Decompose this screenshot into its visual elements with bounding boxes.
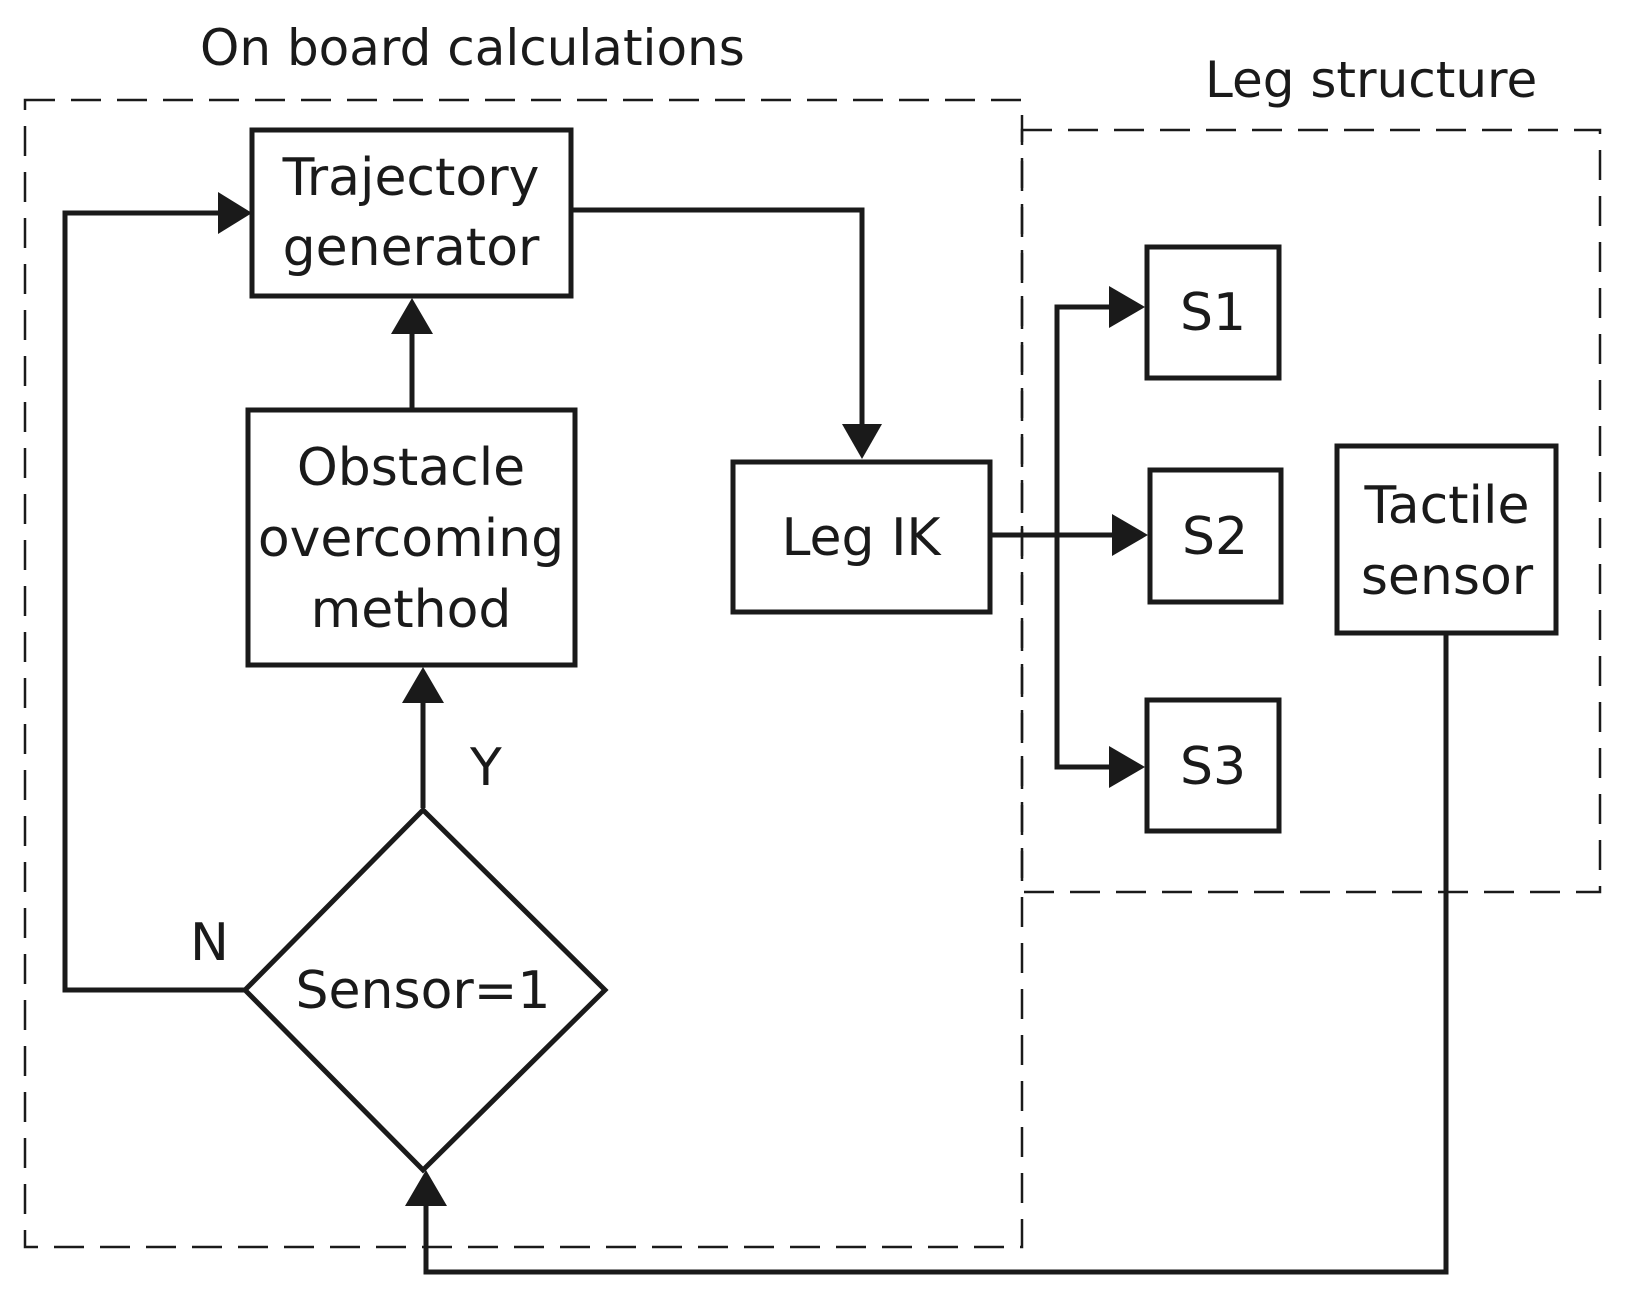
trajectory-generator-label-line2: generator — [283, 218, 540, 278]
arrow-into-s3 — [1109, 746, 1145, 788]
arrow-into-obstacle — [402, 667, 444, 703]
trajectory-generator-box: Trajectory generator — [249, 127, 574, 299]
sensor-decision-label: Sensor=1 — [296, 961, 551, 1021]
arrow-obstacle-to-trajectory — [391, 298, 433, 334]
obstacle-method-box: Obstacle overcoming method — [245, 407, 578, 668]
sensor-decision-diamond: Sensor=1 — [241, 806, 609, 1174]
obstacle-method-label-line3: method — [311, 580, 512, 640]
s1-label: S1 — [1180, 283, 1246, 343]
arrow-into-s2 — [1112, 514, 1148, 556]
s2-label: S2 — [1182, 507, 1248, 567]
s3-label: S3 — [1180, 737, 1246, 797]
leg-ik-box: Leg IK — [730, 459, 993, 615]
yes-label: Y — [469, 738, 502, 798]
arrow-into-decision — [405, 1170, 447, 1206]
tactile-sensor-label-line1: Tactile — [1364, 476, 1530, 536]
tactile-sensor-label-line2: sensor — [1361, 547, 1534, 607]
leg-structure-label: Leg structure — [1205, 51, 1537, 109]
tactile-sensor-box: Tactile sensor — [1334, 443, 1559, 636]
edge-trajectory-to-legik — [571, 207, 865, 425]
leg-ik-label: Leg IK — [781, 508, 942, 568]
s3-box: S3 — [1144, 697, 1282, 834]
arrow-into-s1 — [1109, 286, 1145, 328]
s2-box: S2 — [1147, 467, 1284, 605]
arrow-into-legik — [842, 424, 882, 459]
obstacle-method-label-line2: overcoming — [258, 509, 564, 569]
no-label: N — [190, 913, 229, 973]
obstacle-method-label-line1: Obstacle — [297, 438, 525, 498]
leg-structure-region — [1020, 128, 1602, 894]
edge-no-loop — [62, 210, 245, 993]
edge-legik-bus — [1054, 304, 1112, 770]
onboard-calculations-label: On board calculations — [200, 19, 745, 77]
trajectory-generator-label-line1: Trajectory — [282, 148, 540, 208]
arrow-into-trajectory — [218, 192, 252, 234]
edge-tactile-to-decision — [423, 635, 1449, 1275]
s1-box: S1 — [1144, 244, 1282, 381]
